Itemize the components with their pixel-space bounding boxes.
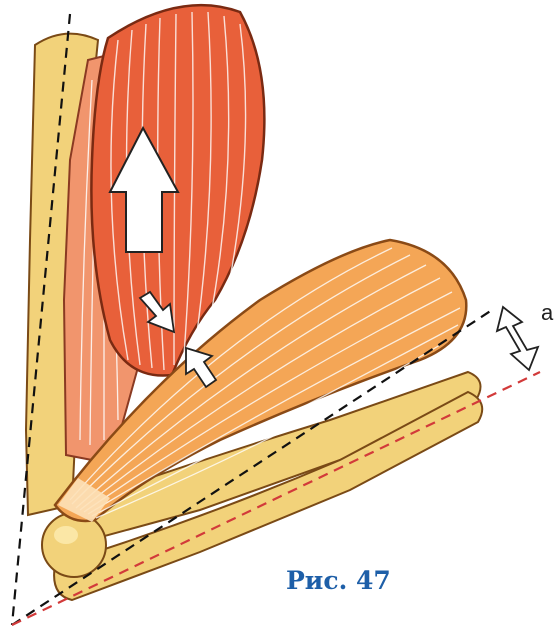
elbow-joint-highlight	[54, 526, 78, 544]
angle-label: a	[541, 300, 553, 326]
figure-caption: Рис. 47	[286, 566, 391, 595]
elbow-joint	[42, 513, 106, 577]
double-arrow-icon	[497, 307, 538, 370]
